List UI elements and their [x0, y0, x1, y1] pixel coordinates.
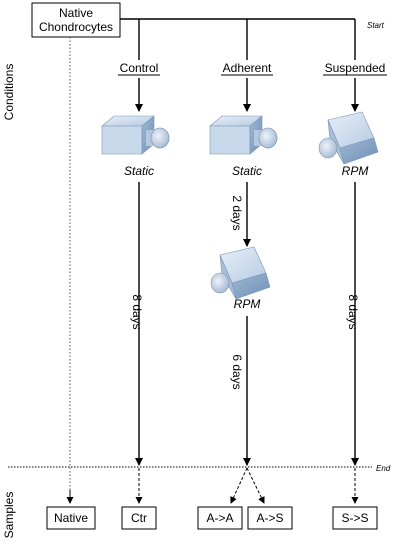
sample-a-to-a-box [197, 506, 243, 530]
column-adherent-label: Adherent [223, 61, 272, 75]
sample-ctr-label: Ctr [131, 511, 147, 525]
control-device-label: Static [124, 164, 154, 178]
start-box-line1: Native [59, 6, 93, 20]
sample-a-to-s-box [247, 506, 293, 530]
adherent-device-label: Static [232, 164, 262, 178]
sample-a-to-s-label: A->S [256, 511, 283, 525]
arrow-to-a-s [246, 467, 265, 504]
adherent-static-device-icon [209, 115, 278, 155]
adherent-mid-device-label: RPM [234, 297, 261, 311]
adherent-second-duration-label: 6 days [230, 354, 244, 389]
control-duration-label: 8 days [130, 294, 144, 329]
sample-native-label: Native [54, 511, 88, 525]
column-control-label: Control [120, 61, 159, 75]
suspended-rpm-device-icon [318, 111, 379, 165]
start-box [31, 2, 121, 38]
sample-s-to-s-box [332, 506, 378, 530]
conditions-side-label: Conditions [2, 64, 16, 121]
adherent-rpm-device-icon [210, 246, 271, 300]
control-static-device-icon [101, 115, 170, 155]
sample-native-box [46, 506, 96, 530]
adherent-first-duration-label: 2 days [230, 195, 244, 230]
start-label: Start [367, 21, 385, 30]
suspended-duration-label: 8 days [346, 294, 360, 329]
column-suspended-label: Suspended [325, 61, 386, 75]
suspended-device-label: RPM [342, 164, 369, 178]
end-label: End [376, 464, 391, 473]
samples-side-label: Samples [2, 492, 16, 539]
arrow-to-a-a [230, 467, 248, 504]
sample-ctr-box [121, 506, 157, 530]
sample-a-to-a-label: A->A [206, 511, 233, 525]
sample-s-to-s-label: S->S [341, 511, 368, 525]
start-box-line2: Chondrocytes [39, 20, 113, 34]
